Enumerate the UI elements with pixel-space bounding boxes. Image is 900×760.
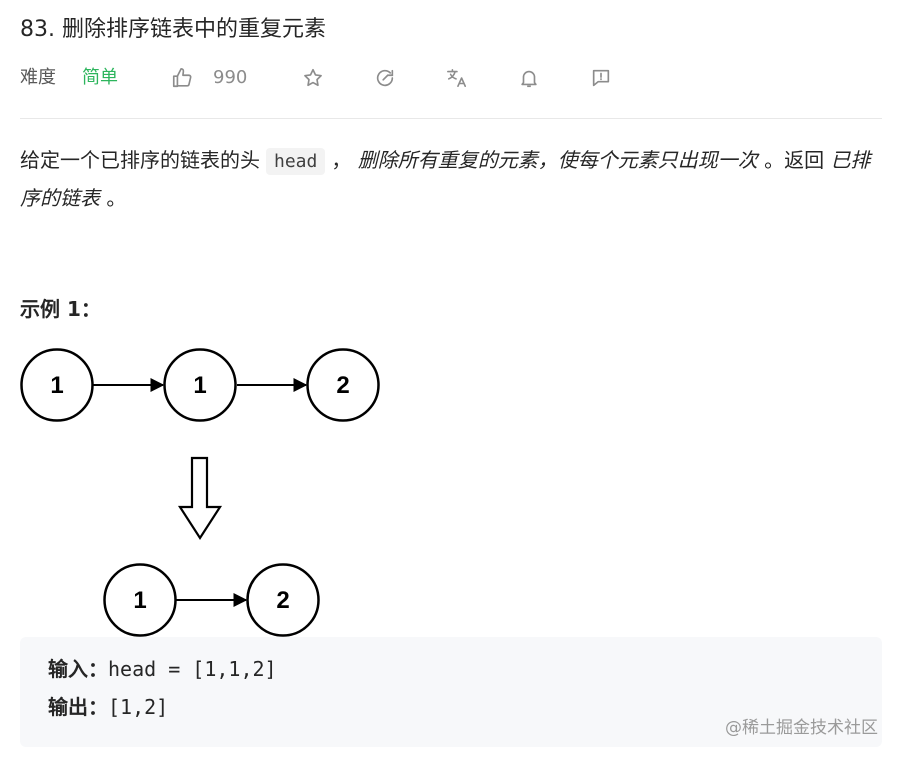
desc-emphasis-1: 删除所有重复的元素，使每个元素只出现一次: [357, 148, 758, 172]
transform-down-arrow: [177, 456, 223, 541]
desc-text-3: 。返回: [764, 148, 825, 172]
star-icon[interactable]: [299, 64, 327, 92]
before-node-1: [20, 348, 94, 422]
after-node-2: [246, 563, 320, 637]
difficulty-value: 简单: [82, 67, 118, 88]
input-value: head = [1,1,2]: [108, 657, 277, 681]
before-node-2-value: 1: [193, 372, 206, 399]
bell-icon[interactable]: [515, 64, 543, 92]
example-code-block: 输入：head = [1,1,2] 输出：[1,2]: [20, 637, 882, 747]
before-node-2: [163, 348, 237, 422]
example-title: 示例 1：: [20, 297, 101, 321]
after-node-1-value: 1: [133, 587, 146, 614]
desc-text-2: ，: [331, 148, 352, 172]
thumbs-up-icon[interactable]: [168, 64, 196, 92]
watermark: @稀土掘金技术社区: [725, 718, 878, 738]
difficulty-label: 难度: [20, 67, 56, 88]
header-divider: [20, 118, 882, 119]
desc-text-4: 。: [106, 186, 127, 210]
refresh-icon[interactable]: [371, 64, 399, 92]
after-node-1: [103, 563, 177, 637]
example-output-line: 输出：[1,2]: [48, 692, 168, 722]
output-value: [1,2]: [108, 695, 169, 719]
output-label: 输出：: [48, 695, 108, 719]
example-input-line: 输入：head = [1,1,2]: [48, 654, 277, 684]
linked-list-diagram: 1 1 2 1 2: [20, 348, 380, 637]
after-node-2-value: 2: [276, 587, 289, 614]
desc-text-1: 给定一个已排序的链表的头: [20, 148, 260, 172]
problem-meta-row: 难度 简单 990: [20, 60, 880, 96]
problem-title: 83. 删除排序链表中的重复元素: [20, 17, 326, 42]
before-node-3: [306, 348, 380, 422]
translate-icon[interactable]: [443, 64, 471, 92]
input-label: 输入：: [48, 657, 108, 681]
before-node-1-value: 1: [50, 372, 63, 399]
like-count: 990: [213, 67, 248, 88]
feedback-icon[interactable]: [587, 64, 615, 92]
before-node-3-value: 2: [336, 372, 349, 399]
desc-inline-code: head: [266, 148, 326, 175]
desc-emphasis-2: 已排序的链表: [20, 148, 871, 210]
